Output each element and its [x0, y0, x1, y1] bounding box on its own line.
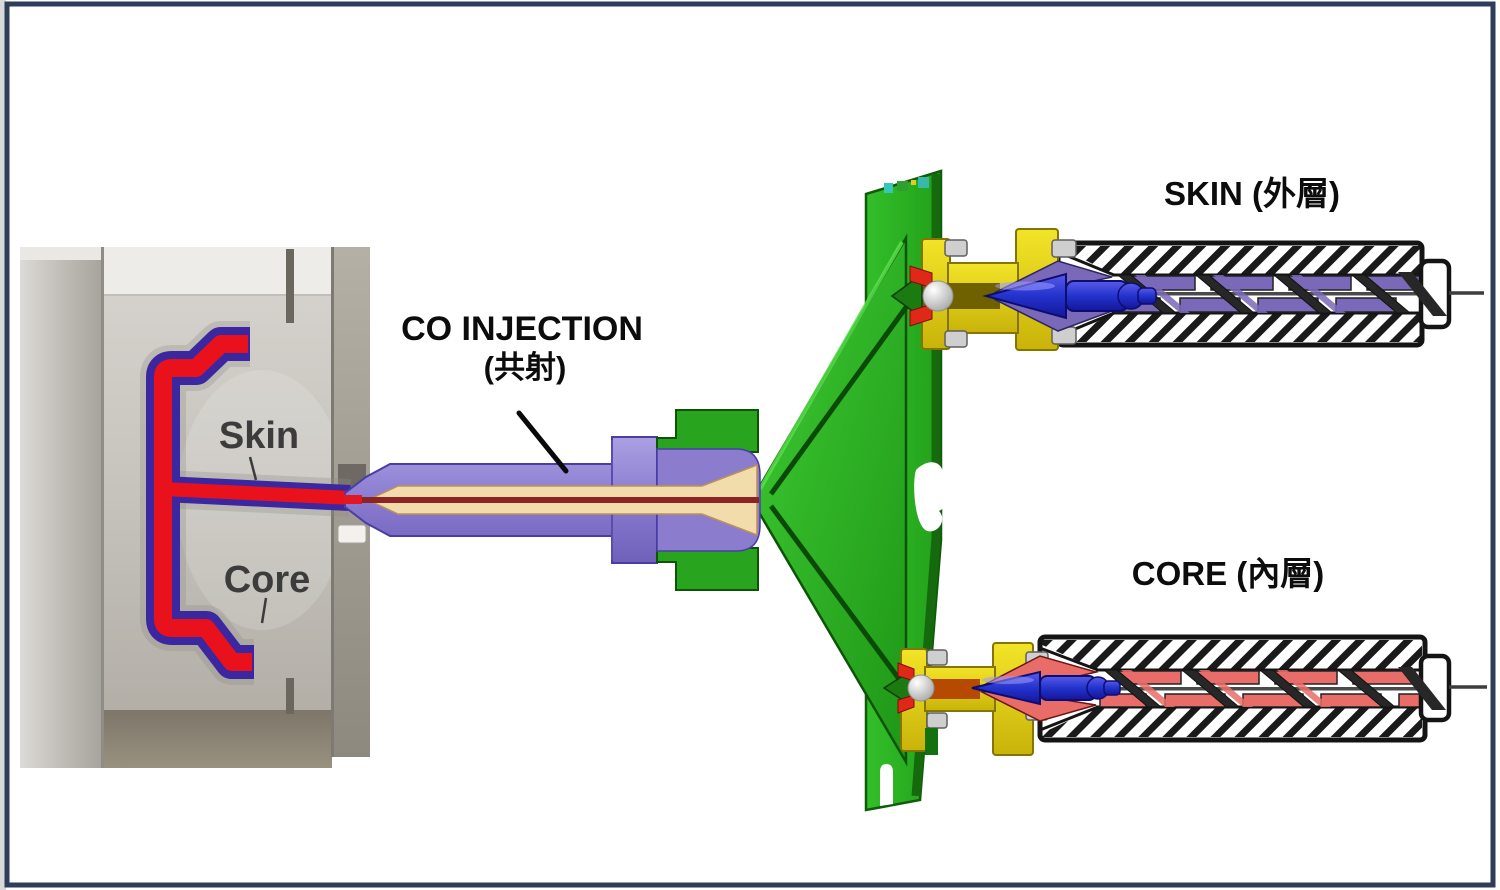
plate-foot-notch [880, 764, 893, 806]
check-valve-ball [907, 674, 935, 702]
core-melt-centerline [349, 497, 759, 503]
manifold-inlet-cone [890, 272, 923, 320]
bolt [944, 239, 968, 257]
sprue-core-red [344, 495, 362, 504]
part-core-layer [154, 335, 252, 671]
nozzle-housing-bottom [656, 547, 759, 591]
check-valve-ball [922, 280, 954, 312]
nozzle-housing-top [656, 409, 759, 453]
co-injection-label-line2: (共射) [484, 350, 567, 385]
manifold-wedge [755, 233, 908, 767]
barrel-wall [1058, 246, 1422, 275]
skin-leader-line [248, 456, 258, 481]
screw-flight [1103, 670, 1162, 707]
skin-coupler [890, 228, 1157, 351]
mold-vent-slot-top [286, 249, 294, 323]
co-injection-pointer-line [516, 410, 569, 474]
mold-assembly: Skin Core [20, 247, 370, 768]
part-core-rib [162, 482, 353, 505]
torpedo-tip [982, 272, 1157, 320]
mold-core-label: Core [224, 559, 311, 601]
screw-core [1099, 670, 1422, 707]
bolt [926, 649, 948, 666]
core-melt-channel [768, 504, 908, 689]
core-leader-line [260, 597, 268, 624]
core-extruder [1037, 634, 1487, 743]
plate-marking-icon [884, 183, 893, 193]
skin-melt-channel [768, 297, 915, 496]
mold-base-shadow [104, 710, 332, 768]
core-extruder-label: CORE (內層) [1132, 555, 1325, 592]
mold-skin-label: Skin [219, 415, 299, 457]
core-coupler [882, 642, 1121, 756]
torpedo-tip [971, 670, 1121, 706]
nozzle-internals [344, 448, 761, 552]
manifold-tab [925, 728, 938, 755]
co-injection-label-line1: CO INJECTION [401, 310, 643, 348]
frame-border [4, 1, 1496, 888]
skin-extruder-label: SKIN (外層) [1164, 175, 1340, 212]
plate-cutout [914, 462, 950, 532]
mold-clamp-plate [20, 247, 104, 768]
barrel-wall [1040, 640, 1422, 670]
mold-vent-slot-bottom [286, 678, 294, 714]
